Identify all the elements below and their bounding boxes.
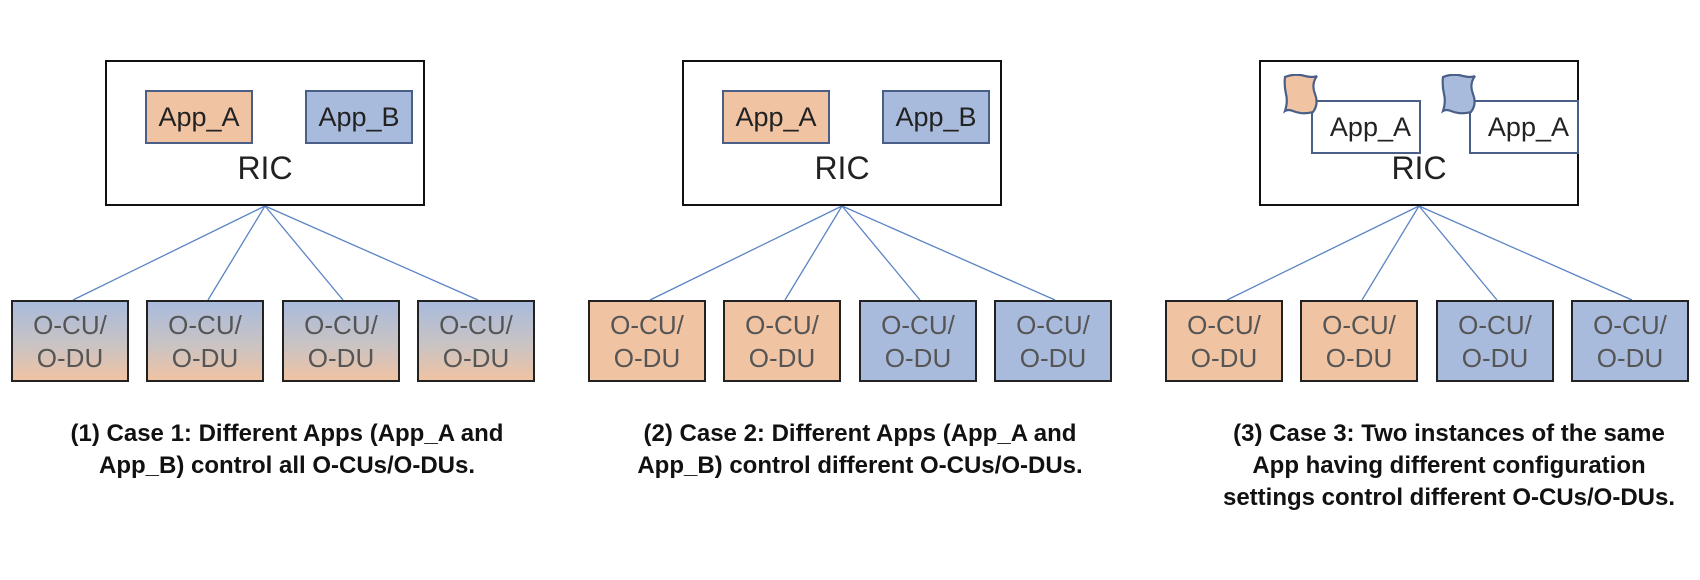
case-1-connectors [72,205,479,301]
case-1-diagram: App_A App_B RIC O-CU/O-DU O-CU/O-DU O-CU… [11,0,575,580]
app-box-a: App_A [145,90,253,144]
case-3-connectors [1226,205,1633,301]
connector-line [264,205,479,301]
config-document-orange-icon [1283,74,1318,115]
connector-line [264,205,344,301]
connector-line [72,205,266,301]
connector-line [1226,205,1420,301]
case-2-connectors [649,205,1056,301]
ric-box: App_A App_B RIC [105,60,425,206]
node-box: O-CU/O-DU [417,300,535,382]
connector-line [784,205,843,301]
case-3-caption: (3) Case 3: Two instances of the same Ap… [1222,420,1676,511]
connector-line [649,205,843,301]
node-box: O-CU/O-DU [859,300,977,382]
config-document-blue-icon [1441,74,1476,115]
node-box: O-CU/O-DU [146,300,264,382]
ric-label: RIC [237,150,293,186]
case-2-caption: (2) Case 2: Different Apps (App_A and Ap… [637,420,1083,479]
app-box-b: App_B [882,90,990,144]
node-box: O-CU/O-DU [1436,300,1554,382]
node-box: O-CU/O-DU [994,300,1112,382]
ric-box: App_A App_A RIC [1259,60,1579,206]
connector-line [207,205,266,301]
app-box-instance-2: App_A [1469,100,1579,154]
app-box-a: App_A [722,90,830,144]
node-box: O-CU/O-DU [1571,300,1689,382]
node-box: O-CU/O-DU [1300,300,1418,382]
app-box-instance-1: App_A [1311,100,1421,154]
connector-line [1361,205,1420,301]
connector-line [1418,205,1633,301]
ric-label: RIC [1391,150,1447,186]
case-3-diagram: App_A App_A RIC O-CU/O-DU O-CU/O-DU O-CU… [1165,0,1700,580]
case-1-caption: (1) Case 1: Different Apps (App_A and Ap… [70,420,504,479]
connector-line [1418,205,1498,301]
node-box: O-CU/O-DU [588,300,706,382]
node-box: O-CU/O-DU [11,300,129,382]
app-instance-1: App_A [1273,74,1423,154]
connector-line [841,205,921,301]
case-2-diagram: App_A App_B RIC O-CU/O-DU O-CU/O-DU O-CU… [588,0,1152,580]
node-box: O-CU/O-DU [723,300,841,382]
node-box: O-CU/O-DU [282,300,400,382]
ric-label: RIC [814,150,870,186]
connector-line [841,205,1056,301]
app-box-b: App_B [305,90,413,144]
ric-box: App_A App_B RIC [682,60,1002,206]
node-box: O-CU/O-DU [1165,300,1283,382]
app-instance-2: App_A [1431,74,1581,154]
